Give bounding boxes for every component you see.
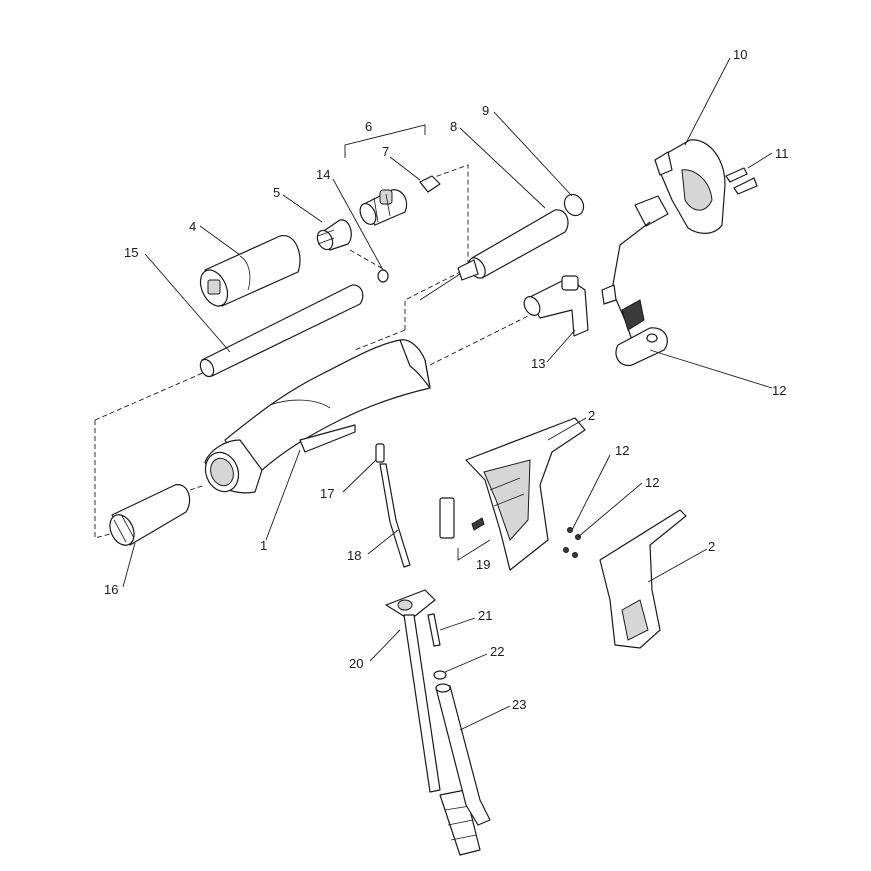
leader-lines [122, 57, 773, 731]
part-2-handle-left [465, 417, 586, 571]
callout-8: 8 [450, 119, 457, 134]
callout-2-left: 2 [588, 408, 595, 423]
callout-18: 18 [347, 548, 361, 563]
part-18-tube [379, 463, 411, 568]
part-17-fitting [375, 443, 385, 463]
part-9-cap [563, 193, 585, 217]
callout-10: 10 [733, 47, 747, 62]
callout-14: 14 [316, 167, 330, 182]
callout-19: 19 [476, 557, 490, 572]
part-23-tube [435, 683, 491, 826]
part-6-electrode-holder [359, 189, 408, 226]
part-19-trigger-parts [439, 497, 485, 539]
callout-9: 9 [482, 103, 489, 118]
callout-16: 16 [104, 582, 118, 597]
callout-7: 7 [382, 144, 389, 159]
callout-12-switch: 12 [772, 383, 786, 398]
callout-1: 1 [260, 538, 267, 553]
callout-4: 4 [189, 219, 196, 234]
part-22-o-ring [433, 670, 447, 680]
callout-21: 21 [478, 608, 492, 623]
part-13-connector [523, 275, 589, 337]
part-10-rear-cover [654, 139, 726, 234]
part-12-switch-assembly [601, 195, 669, 367]
part-20-hose-connector [385, 589, 481, 856]
part-21-pin [427, 613, 441, 647]
part-5-nozzle-tip [316, 219, 352, 251]
part-15-tube [199, 284, 364, 378]
callout-17: 17 [320, 486, 334, 501]
callout-labels: 1 2 2 4 5 6 7 8 9 10 11 12 12 12 13 14 1… [104, 47, 789, 712]
part-11-screws [725, 167, 758, 195]
part-8-electrode-rod [419, 209, 569, 301]
callout-2-right: 2 [708, 539, 715, 554]
part-2-handle-right [599, 509, 687, 649]
part-12-screws [563, 527, 581, 558]
part-4-nozzle-sleeve [199, 235, 301, 307]
callout-11: 11 [775, 146, 789, 161]
callout-12-upper: 12 [615, 443, 629, 458]
callout-20: 20 [349, 656, 363, 671]
callout-23: 23 [512, 697, 526, 712]
callout-12-lower: 12 [645, 475, 659, 490]
part-16-cartridge [109, 484, 191, 546]
callout-22: 22 [490, 644, 504, 659]
part-1-gun-body [204, 339, 431, 494]
callout-13: 13 [531, 356, 545, 371]
part-7-clip [419, 175, 441, 193]
callout-6: 6 [365, 119, 372, 134]
callout-15: 15 [124, 245, 138, 260]
callout-5: 5 [273, 185, 280, 200]
part-14-o-ring [377, 269, 389, 283]
assembly-lines [94, 164, 541, 539]
